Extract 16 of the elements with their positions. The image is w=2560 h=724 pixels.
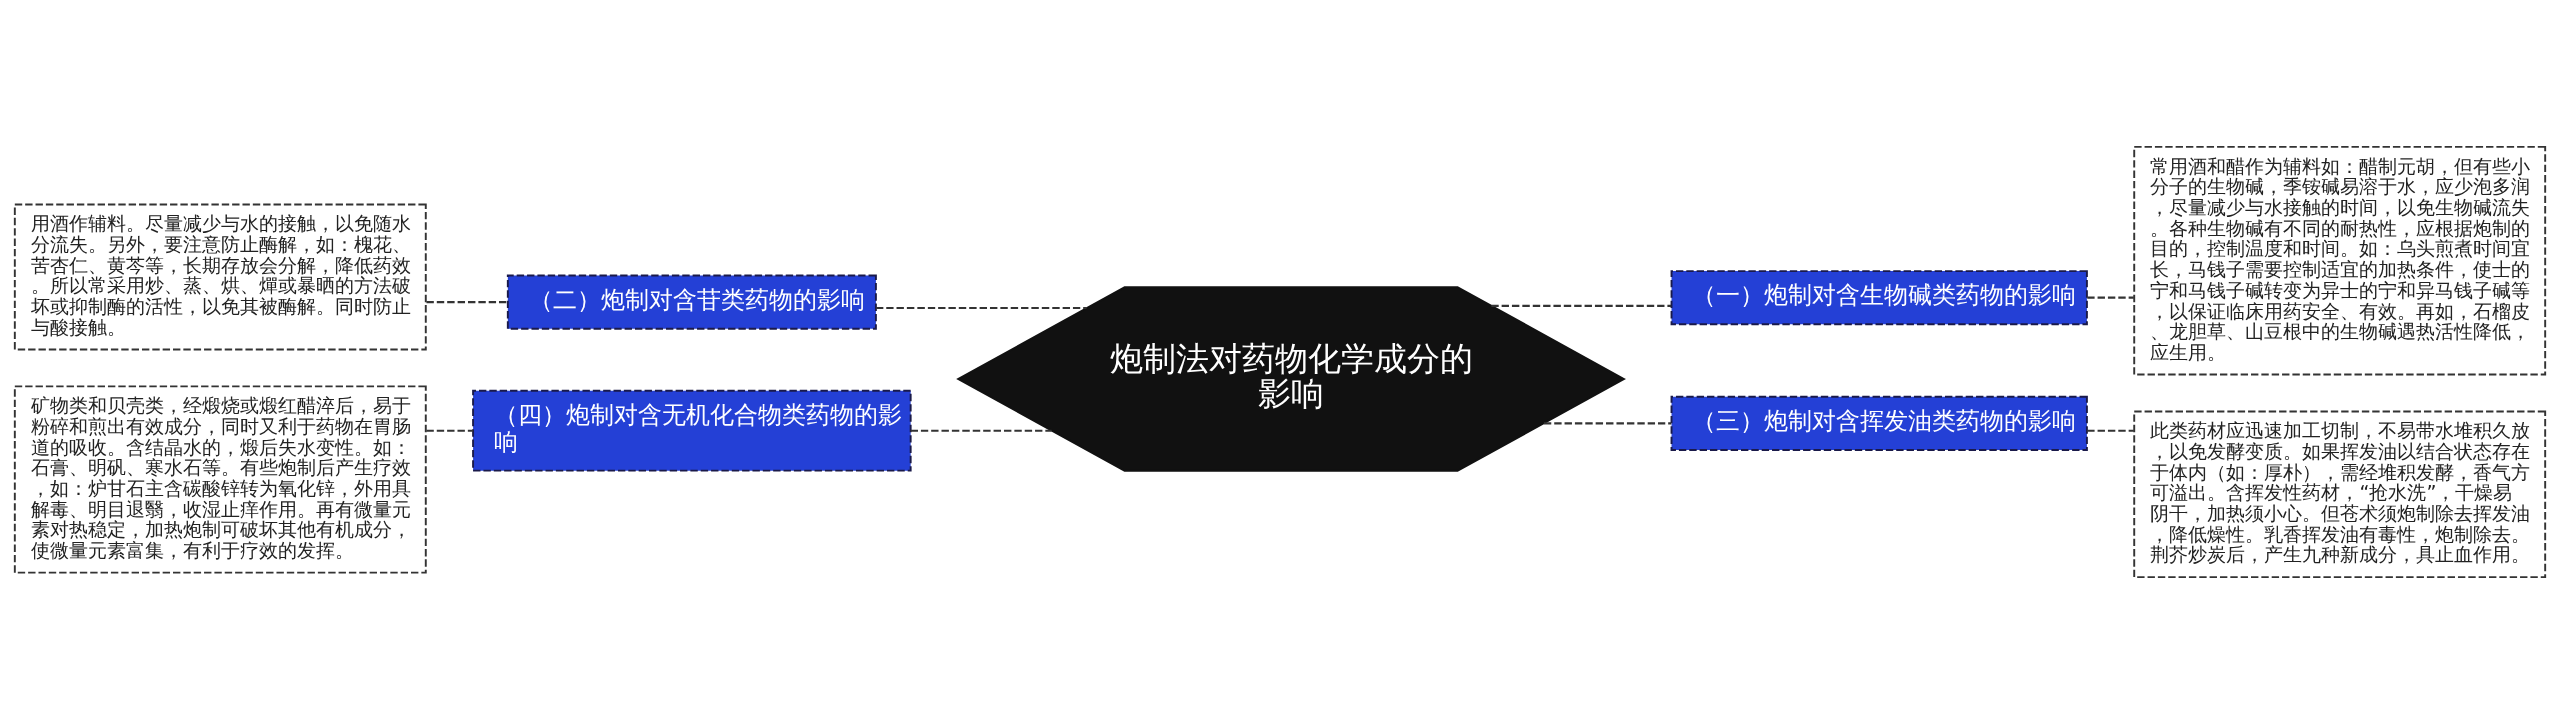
node-box: 此类药材应迅速加工切制，不易带水堆积久放，以免发酵变质。如果挥发油以结合状态存在于体内（如：厚朴），需经堆积发酵，香气方可溢出。含挥发性药材，“抢水洗”，干燥易阴干，加热须小心。但苍术须炮制除去挥发油，降低燥性。乳香挥发油有毒性，炮制除去。荆芥炒炭后，产生九种新成分，具止血作用。 [2133, 410, 2547, 579]
node-box: 用酒作辅料。尽量减少与水的接触，以免随水分流失。另外，要注意防止酶解，如：槐花、苦杏仁、黄芩等，长期存放会分解，降低药效。所以常采用炒、蒸、烘、燀或暴晒的方法破坏或抑制酶的活性，以免其被酶解。同时防止与酸接触。 [13, 203, 427, 351]
connector [910, 429, 1052, 432]
node-box: 矿物类和贝壳类，经煅烧或煅红醋淬后，易于粉碎和煎出有效成分，同时又利于药物在胃肠道的吸收。含结晶水的，煅后失水变性。如：石膏、明矾、寒水石等。有些炮制后产生疗效，如：炉甘石主含碳酸锌转为氧化锌，外用具解毒、明目退翳，收湿止痒作用。再有微量元素对热稳定，加热炮制可破坏其他有机成分，使微量元素富集，有利于疗效的发挥。 [13, 385, 427, 574]
node-box: （三）炮制对含挥发油类药物的影响 [1670, 395, 2088, 451]
connector [2087, 429, 2134, 432]
connector [2087, 296, 2134, 299]
connector [1543, 422, 1672, 425]
node-box: （一）炮制对含生物碱类药物的影响 [1670, 270, 2088, 326]
connector [426, 301, 508, 304]
node-box: （二）炮制对含苷类药物的影响 [506, 274, 877, 330]
connector [1491, 304, 1672, 307]
connector [876, 306, 1087, 310]
node-box: 常用酒和醋作为辅料如：醋制元胡，但有些小分子的生物碱，季铵碱易溶于水，应少泡多润，尽量减少与水接触的时间，以免生物碱流失。各种生物碱有不同的耐热性，应根据炮制的目的，控制温度和时间。如：乌头煎煮时间宜长，马钱子需要控制适宜的加热条件，使士的宁和马钱子碱转变为异士的宁和异马钱子碱等，以保证临床用药安全、有效。再如，石榴皮、龙胆草、山豆根中的生物碱遇热活性降低，应生用。 [2133, 145, 2547, 376]
connector [426, 429, 473, 432]
node-box: （四）炮制对含无机化合物类药物的影响 [472, 389, 912, 472]
